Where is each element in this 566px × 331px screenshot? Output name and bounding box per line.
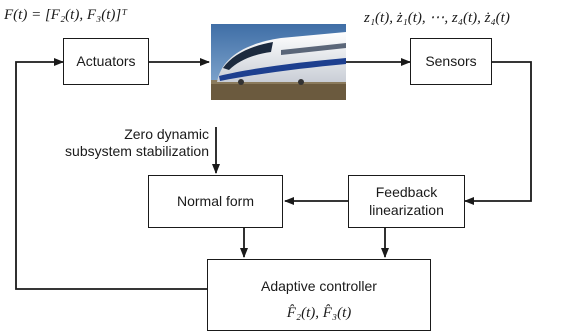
zero-dynamic-label: Zero dynamic subsystem stabilization [40, 126, 209, 160]
sensors-label: Sensors [425, 52, 477, 69]
arrow-controller-to-actuators [15, 58, 207, 290]
adaptive-controller-title: Adaptive controller [261, 278, 377, 294]
actuators-block: Actuators [63, 38, 149, 85]
train-illustration [211, 24, 346, 100]
force-vector-label: F(t) = [F₂(t), F₃(t)]ᵀ [4, 7, 127, 23]
normal-form-block: Normal form [148, 175, 283, 228]
normal-form-label: Normal form [176, 192, 254, 209]
state-vector-label: z₁(t), ż₁(t), ⋯, z₄(t), ż₄(t) [364, 10, 510, 26]
arrow-sensors-to-feedback [464, 61, 532, 205]
feedback-label-line-1: Feedback [375, 184, 438, 200]
adaptive-controller-block: Adaptive controller F̂₂(t), F̂₃(t) [207, 259, 431, 331]
sensors-block: Sensors [410, 38, 492, 85]
zero-dynamic-line-2: subsystem stabilization [65, 142, 209, 159]
high-speed-train-photo-icon [211, 24, 346, 100]
feedback-linearization-block: Feedback linearization [348, 175, 465, 228]
zero-dynamic-line-1: Zero dynamic [124, 126, 209, 142]
feedback-label-line-2: linearization [369, 201, 444, 218]
actuators-label: Actuators [76, 52, 136, 69]
force-estimates-label: F̂₂(t), F̂₃(t) [286, 304, 352, 321]
